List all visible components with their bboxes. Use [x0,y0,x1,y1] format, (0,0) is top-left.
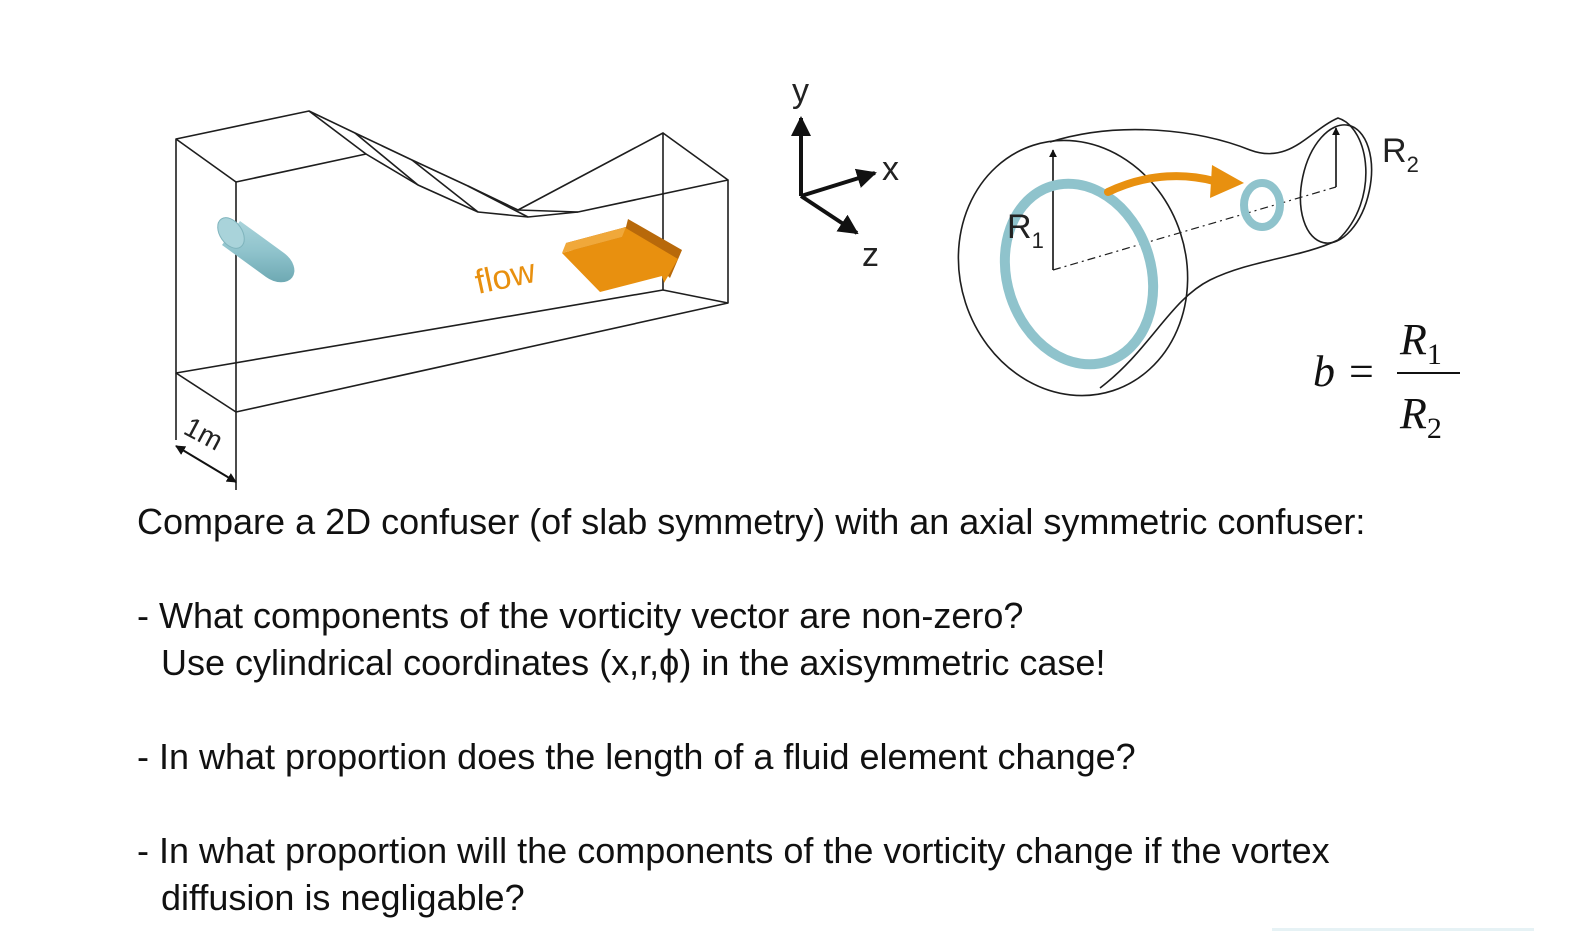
axisym-flow-arrowhead [1210,165,1244,198]
formula-equals: = [1349,347,1374,396]
slab-back-face [175,110,664,374]
slab-vortex-cylinder [217,217,295,283]
coordinate-axes [791,116,877,235]
question-3-line-2: diffusion is negligable? [161,877,525,918]
outlet-ellipse [1299,124,1373,244]
slab-front-face [235,153,729,413]
ratio-formula: b = R1 R2 [1313,315,1460,445]
slab-confuser [175,110,729,490]
question-2: - In what proportion does the length of … [137,736,1136,777]
y-axis-label: y [792,72,809,110]
confuser-body-outline [1049,117,1367,389]
z-axis [799,194,859,235]
depth-label: 1m [179,411,228,457]
formula-lhs: b [1313,347,1335,396]
bottom-rule [1272,928,1534,931]
slab-flow-arrow [562,219,682,292]
question-1-line-2: Use cylindrical coordinates (x,r,ϕ) in t… [161,642,1106,683]
flow-label: flow [472,252,539,302]
intro-text: Compare a 2D confuser (of slab symmetry)… [137,501,1366,542]
question-text: Compare a 2D confuser (of slab symmetry)… [137,498,1577,921]
symmetry-axis [1052,186,1337,271]
z-axis-label: z [862,236,879,274]
x-axis [800,168,877,198]
r1-label: R1 [1007,208,1044,253]
question-1-line-1: - What components of the vorticity vecto… [137,595,1024,636]
axisym-flow-arrow [1104,172,1218,196]
x-axis-label: x [882,150,899,188]
r2-label: R2 [1382,132,1419,177]
question-3-line-1: - In what proportion will the components… [137,830,1330,871]
outlet-vortex-ring [1240,179,1284,231]
axisymmetric-confuser [957,117,1373,397]
formula-denominator: R2 [1399,389,1442,445]
depth-dimension-arrow [175,445,237,483]
formula-numerator: R1 [1399,315,1442,371]
inlet-vortex-ring [999,178,1159,370]
inlet-ellipse [957,139,1189,397]
